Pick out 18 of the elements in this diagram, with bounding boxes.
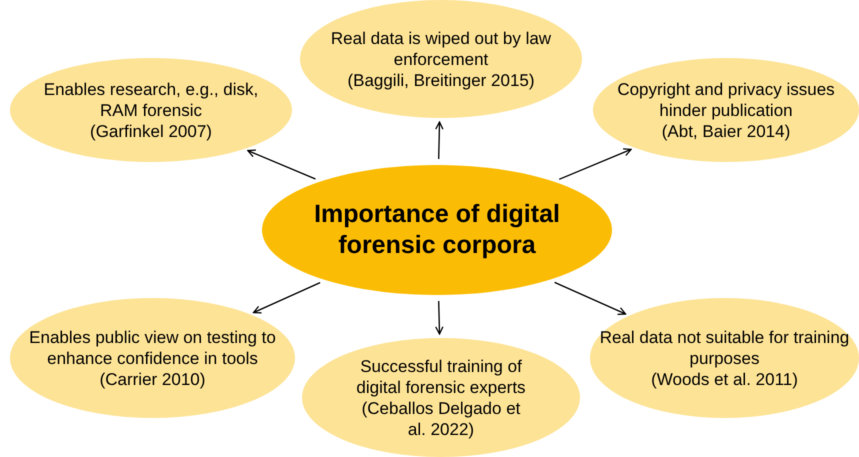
topic-text: Enables research, e.g., disk, RAM forensic [42, 78, 260, 120]
arrow [252, 282, 320, 314]
arrow [435, 121, 444, 160]
citation-text: (Ceballos Delgado et al. 2022) [361, 398, 521, 440]
citation-text: (Baggili, Breitinger 2015) [346, 70, 536, 90]
arrow [558, 148, 632, 180]
topic-text: Successful training of digital forensic experts [355, 356, 527, 398]
arrow [247, 149, 316, 180]
topic-text: Real data is wiped out by law enforcement [330, 28, 552, 70]
arrow [554, 282, 626, 315]
central-title: Importance of digital forensic corpora [313, 199, 561, 261]
topic-text: Real data not suitable for training purposes [600, 326, 850, 368]
topic-text: Copyright and privacy issues hinder publication [616, 78, 836, 120]
arrow [435, 300, 444, 335]
citation-text: (Abt, Baier 2014) [660, 120, 792, 142]
citation-text: (Woods et al. 2011) [650, 368, 799, 390]
citation-text: (Garfinkel 2007) [89, 120, 213, 142]
topic-text: Enables public view on testing to enhance confidence in tools (Carrier 2010) [28, 326, 277, 390]
